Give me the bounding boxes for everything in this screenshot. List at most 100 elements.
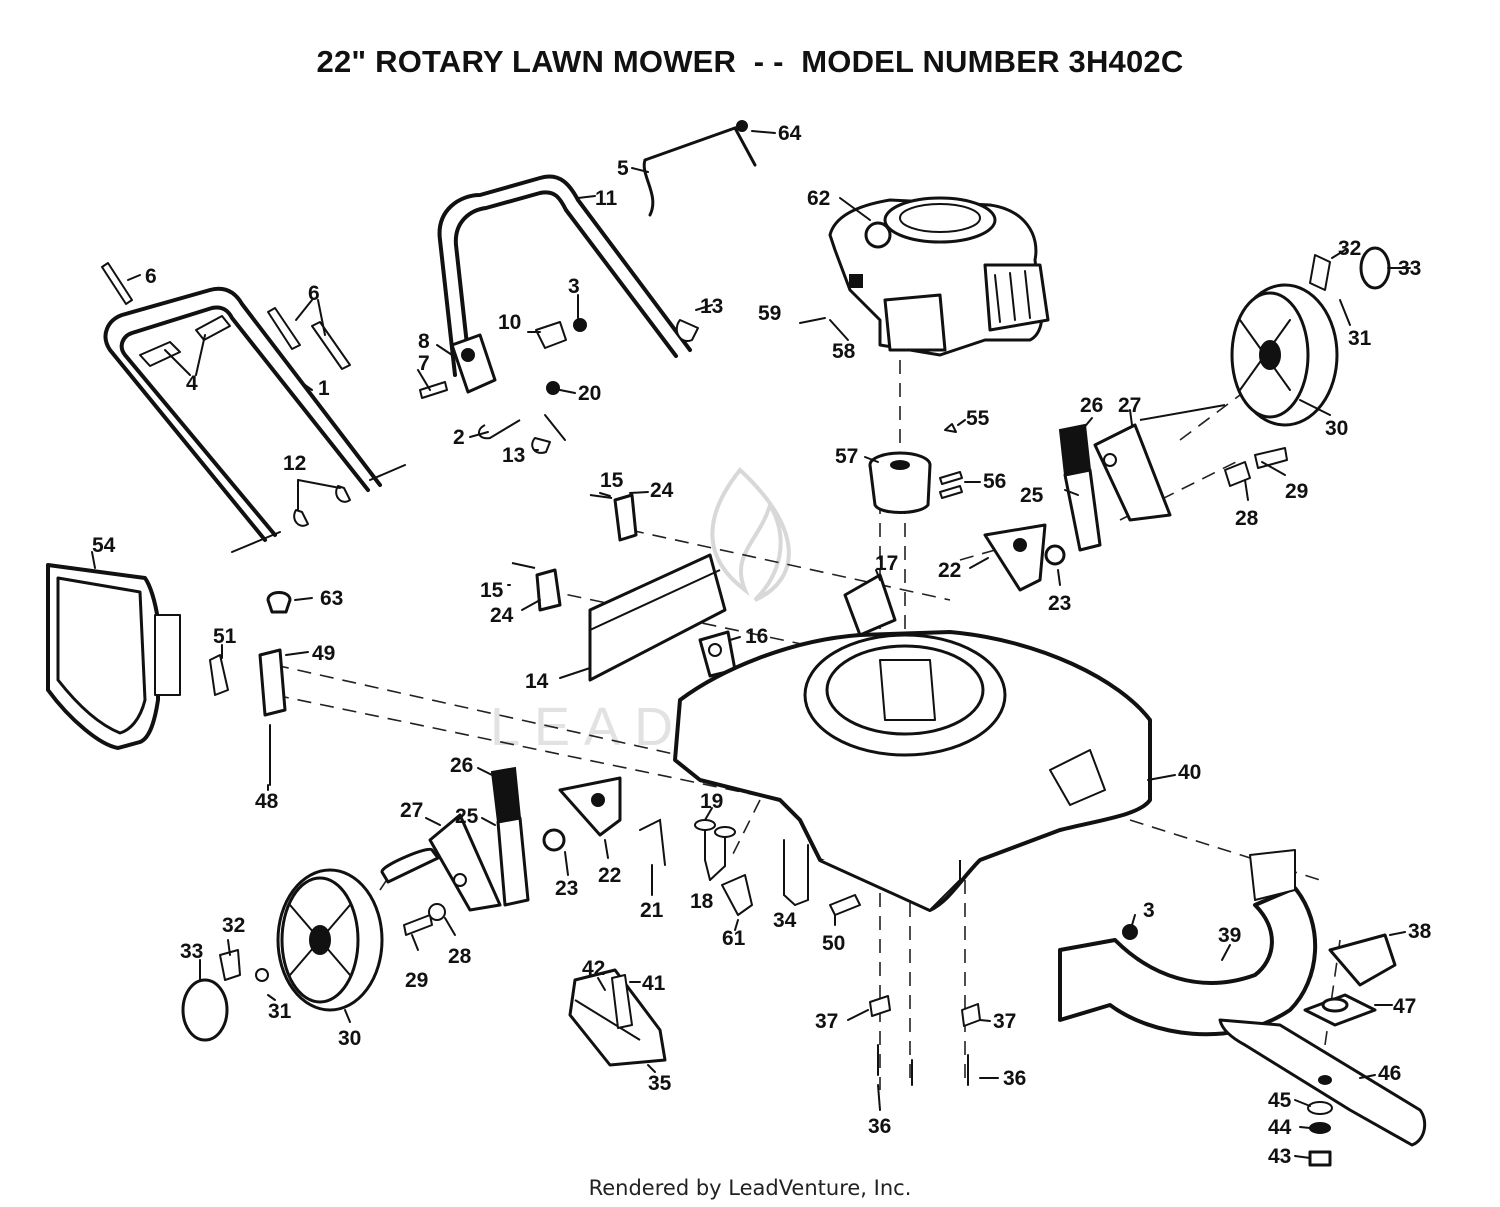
- deck-bolts-part-36[interactable]: [869, 995, 981, 1086]
- callout-43: 43: [1268, 1145, 1291, 1168]
- blade-stiffener-part-38[interactable]: [1303, 933, 1397, 1027]
- handle-bolt-part-6[interactable]: [101, 262, 351, 370]
- callout-29: 29: [405, 969, 428, 992]
- callout-1: 1: [318, 377, 330, 400]
- mulch-plug-part-35[interactable]: [568, 968, 667, 1067]
- callout-22: 22: [938, 559, 961, 582]
- callout-62: 62: [807, 187, 830, 210]
- callout-3: 3: [568, 275, 580, 298]
- callout-8: 8: [418, 330, 430, 353]
- callout-21: 21: [640, 899, 664, 922]
- engine-part-62[interactable]: [828, 196, 1050, 357]
- callout-26: 26: [1080, 394, 1103, 417]
- callout-6: 6: [308, 282, 320, 305]
- fasteners-part-18[interactable]: [639, 818, 861, 916]
- callout-41: 41: [642, 972, 666, 995]
- control-bracket-part-8[interactable]: [419, 318, 699, 454]
- wheel-part-30-right[interactable]: [1230, 246, 1391, 427]
- callout-25: 25: [455, 805, 479, 828]
- callout-39: 39: [1218, 924, 1241, 947]
- upper-handle-part-11[interactable]: [437, 174, 692, 441]
- callout-23: 23: [555, 877, 578, 900]
- callout-37: 37: [815, 1010, 838, 1033]
- callout-38: 38: [1408, 920, 1432, 943]
- callout-18: 18: [690, 890, 714, 913]
- callout-23: 23: [1048, 592, 1071, 615]
- leader-lines: [91, 130, 1411, 1159]
- callout-37: 37: [993, 1010, 1016, 1033]
- callout-55: 55: [966, 407, 990, 430]
- blade-part-46[interactable]: [1218, 1018, 1427, 1147]
- callout-42: 42: [582, 957, 605, 980]
- selector-plate-part-22-left[interactable]: [542, 776, 622, 852]
- callout-20: 20: [578, 382, 601, 405]
- callout-31: 31: [268, 1000, 292, 1023]
- callout-27: 27: [1118, 394, 1141, 417]
- callout-16: 16: [745, 625, 768, 648]
- callout-49: 49: [312, 642, 335, 665]
- callout-13: 13: [502, 444, 525, 467]
- callout-47: 47: [1393, 995, 1416, 1018]
- callout-45: 45: [1268, 1089, 1292, 1112]
- callout-36: 36: [1003, 1067, 1026, 1090]
- callout-33: 33: [180, 940, 203, 963]
- callout-57: 57: [835, 445, 858, 468]
- callout-63: 63: [320, 587, 343, 610]
- callout-15: 15: [600, 469, 624, 492]
- blade-bolt-part-43[interactable]: [1307, 1101, 1333, 1167]
- callout-30: 30: [338, 1027, 361, 1050]
- height-adjuster-part-25-left[interactable]: [380, 766, 530, 912]
- callout-50: 50: [822, 932, 845, 955]
- callout-48: 48: [255, 790, 279, 813]
- callout-58: 58: [832, 340, 856, 363]
- callout-46: 46: [1378, 1062, 1401, 1085]
- callout-10: 10: [498, 311, 521, 334]
- callout-12: 12: [283, 452, 306, 475]
- callout-6: 6: [145, 265, 157, 288]
- rear-guard-part-54[interactable]: [46, 563, 181, 750]
- callout-14: 14: [525, 670, 549, 693]
- callout-61: 61: [722, 927, 746, 950]
- callout-51: 51: [213, 625, 237, 648]
- callout-28: 28: [448, 945, 472, 968]
- callout-30: 30: [1325, 417, 1348, 440]
- callout-64: 64: [778, 122, 802, 145]
- footer-credit: Rendered by LeadVenture, Inc.: [588, 1176, 912, 1200]
- callout-24: 24: [490, 604, 514, 627]
- cable-clip-part-12[interactable]: [293, 485, 351, 527]
- callout-2: 2: [453, 426, 465, 449]
- selector-plate-part-22-right[interactable]: [983, 523, 1066, 592]
- callout-labels: 64 5 11 62 6 6 3 13 32 33 59 10 31 8 58 …: [92, 122, 1432, 1168]
- callout-36: 36: [868, 1115, 891, 1138]
- height-adjuster-part-25-right[interactable]: [1058, 404, 1288, 552]
- handle-knob-part-4[interactable]: [139, 315, 231, 367]
- callout-11: 11: [595, 187, 618, 210]
- callout-44: 44: [1268, 1116, 1292, 1139]
- hinge-bracket-part-49[interactable]: [209, 591, 292, 786]
- rear-baffle-part-14[interactable]: [511, 493, 727, 682]
- callout-28: 28: [1235, 507, 1259, 530]
- callout-17: 17: [875, 552, 898, 575]
- lower-handle-part-1[interactable]: [103, 286, 406, 553]
- callout-5: 5: [617, 157, 629, 180]
- callout-32: 32: [222, 914, 245, 937]
- callout-7: 7: [418, 352, 430, 375]
- callout-15: 15: [480, 579, 504, 602]
- mower-deck-part-40[interactable]: [673, 630, 1152, 912]
- callout-59: 59: [758, 302, 781, 325]
- callout-22: 22: [598, 864, 621, 887]
- baffle-part-39[interactable]: [1058, 849, 1318, 1037]
- wheel-part-30-left[interactable]: [181, 868, 446, 1042]
- diagram-title: 22" ROTARY LAWN MOWER - - MODEL NUMBER 3…: [316, 44, 1184, 79]
- callout-31: 31: [1348, 327, 1372, 350]
- callout-27: 27: [400, 799, 423, 822]
- callout-25: 25: [1020, 484, 1044, 507]
- callout-24: 24: [650, 479, 674, 502]
- callout-4: 4: [186, 372, 198, 395]
- callout-26: 26: [450, 754, 473, 777]
- callout-19: 19: [700, 790, 723, 813]
- blade-adapter-part-57[interactable]: [868, 423, 963, 514]
- control-rod-part-5[interactable]: [642, 120, 757, 217]
- callout-56: 56: [983, 470, 1006, 493]
